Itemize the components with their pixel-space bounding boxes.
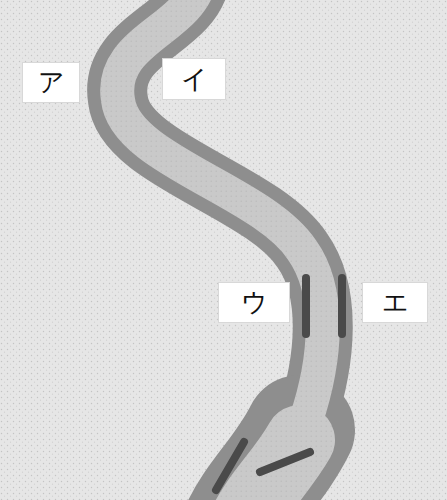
- bar: [260, 452, 310, 472]
- callout-letter: エ: [362, 282, 428, 323]
- bar: [216, 442, 244, 490]
- callout-letter: イ: [162, 58, 226, 100]
- river: [117, 0, 323, 500]
- bar: [338, 278, 346, 334]
- bar: [302, 278, 310, 334]
- bars: [216, 278, 342, 490]
- callout-letter: ウ: [218, 282, 290, 323]
- callout-letter: ア: [22, 62, 80, 103]
